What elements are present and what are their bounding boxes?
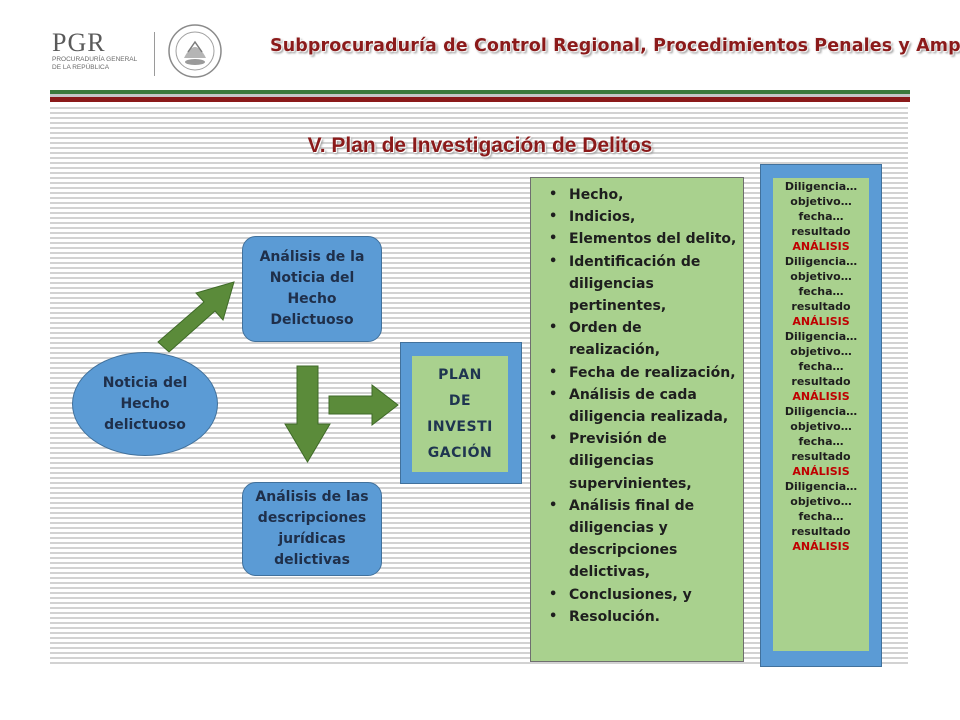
objective-line: objetivo… <box>790 270 852 283</box>
analysis-descriptions-label: Análisis de las descripciones jurídicas … <box>255 489 369 568</box>
logo-subtitle-line1: PROCURADURÍA GENERAL <box>52 56 138 63</box>
date-line: fecha… <box>798 285 844 298</box>
start-node-label: Noticia del Hecho delictuoso <box>102 374 188 433</box>
plan-item: Elementos del delito, <box>549 228 737 250</box>
date-line: fecha… <box>798 510 844 523</box>
slide-title: V. Plan de Investigación de Delitos <box>307 134 653 157</box>
arrow-right-icon <box>328 383 399 427</box>
national-seal-icon <box>166 22 224 80</box>
analysis-descriptions-box: Análisis de las descripciones jurídicas … <box>242 482 382 576</box>
plan-item: Hecho, <box>549 184 737 206</box>
objective-line: objetivo… <box>790 495 852 508</box>
diligence-line: Diligencia… <box>784 480 858 493</box>
analysis-label: ANÁLISIS <box>792 465 850 478</box>
analysis-news-box: Análisis de la Noticia del Hecho Delictu… <box>242 236 382 342</box>
plan-item: Resolución. <box>549 606 737 628</box>
date-line: fecha… <box>798 435 844 448</box>
date-line: fecha… <box>798 360 844 373</box>
plan-item: Previsión de diligencias supervinientes, <box>549 428 737 495</box>
result-line: resultado <box>791 225 851 238</box>
diligence-line: Diligencia… <box>784 255 858 268</box>
start-node-noticia: Noticia del Hecho delictuoso <box>72 352 218 456</box>
objective-line: objetivo… <box>790 420 852 433</box>
analysis-label: ANÁLISIS <box>792 240 850 253</box>
logo-text: PGR <box>52 28 106 57</box>
plan-line-1: PLAN <box>438 367 482 383</box>
header-band-green <box>50 90 910 94</box>
plan-item: Conclusiones, y <box>549 584 737 606</box>
result-line: resultado <box>791 525 851 538</box>
header-band-gray <box>50 94 910 97</box>
logo-subtitle-line2: DE LA REPÚBLICA <box>52 64 110 71</box>
result-line: resultado <box>791 450 851 463</box>
result-line: resultado <box>791 375 851 388</box>
plan-items-box: Hecho,Indicios,Elementos del delito,Iden… <box>530 177 744 662</box>
date-line: fecha… <box>798 210 844 223</box>
plan-item: Indicios, <box>549 206 737 228</box>
result-line: resultado <box>791 300 851 313</box>
objective-line: objetivo… <box>790 195 852 208</box>
arrow-down-icon <box>284 365 331 463</box>
diligence-line: Diligencia… <box>784 330 858 343</box>
header-band-red <box>50 97 910 102</box>
pgr-logo: PGR PROCURADURÍA GENERAL DE LA REPÚBLICA <box>52 30 152 82</box>
plan-line-3: INVESTI <box>427 419 493 435</box>
plan-line-2: DE <box>448 393 472 409</box>
plan-item: Análisis de cada diligencia realizada, <box>549 384 737 428</box>
analysis-label: ANÁLISIS <box>792 315 850 328</box>
plan-box: PLAN DE INVESTI GACIÓN <box>412 356 508 472</box>
plan-line-4: GACIÓN <box>427 445 493 461</box>
diligence-line: Diligencia… <box>784 405 858 418</box>
analysis-label: ANÁLISIS <box>792 540 850 553</box>
header-title: Subprocuraduría de Control Regional, Pro… <box>270 36 960 56</box>
analysis-news-label: Análisis de la Noticia del Hecho Delictu… <box>259 249 365 328</box>
plan-items-list: Hecho,Indicios,Elementos del delito,Iden… <box>531 178 743 628</box>
analysis-label: ANÁLISIS <box>792 390 850 403</box>
arrow-up-right-icon <box>157 281 235 353</box>
diligence-line: Diligencia… <box>784 180 858 193</box>
plan-item: Análisis final de diligencias y descripc… <box>549 495 737 584</box>
plan-item: Fecha de realización, <box>549 362 737 384</box>
plan-item: Identificación de diligencias pertinente… <box>549 251 737 318</box>
plan-item: Orden de realización, <box>549 317 737 361</box>
objective-line: objetivo… <box>790 345 852 358</box>
logo-divider <box>154 32 155 76</box>
